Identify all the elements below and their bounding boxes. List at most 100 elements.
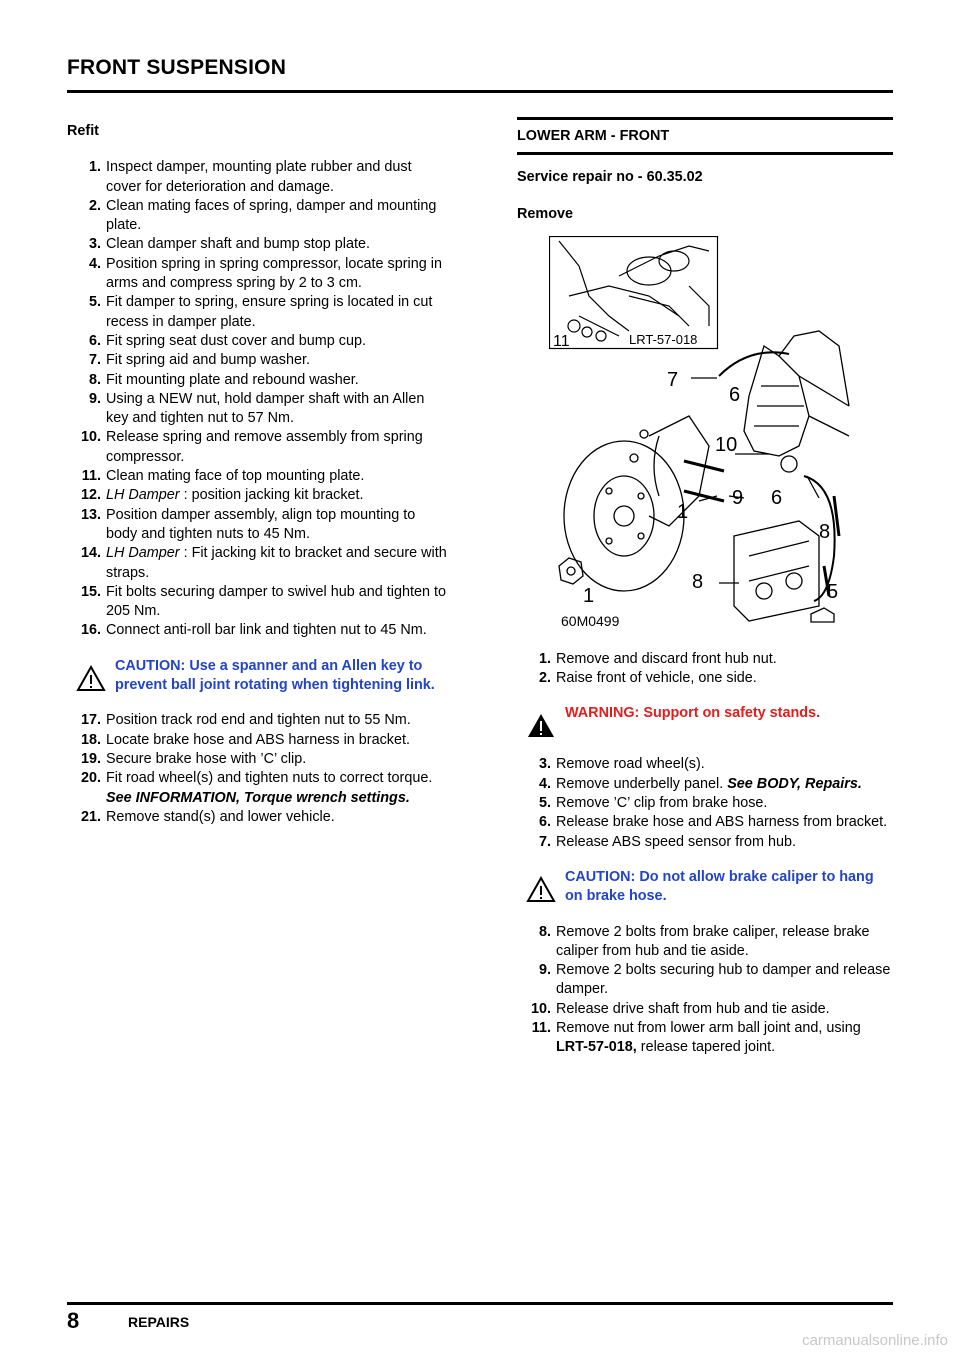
- step-item: 11. Clean mating face of top mounting pla…: [67, 467, 447, 486]
- refit-steps-list: 17.Position track rod end and tighten nu…: [67, 711, 447, 769]
- step-text: Clean mating face of top mounting plate.: [106, 468, 365, 485]
- step-text: Fit spring seat dust cover and bump cup.: [106, 332, 366, 349]
- section-rule-top: [517, 117, 893, 120]
- step-text: Release spring and remove assembly from …: [106, 429, 423, 465]
- step-item: 1.Remove and discard front hub nut.: [517, 650, 893, 669]
- step-item: 17.Position track rod end and tighten nu…: [67, 711, 447, 730]
- step-text: Secure brake hose with ’C’ clip.: [106, 750, 307, 767]
- step-text: Inspect damper, mounting plate rubber an…: [106, 159, 412, 195]
- footer-rule: [67, 1302, 893, 1305]
- caution-note: CAUTION: Use a spanner and an Allen key …: [67, 657, 447, 696]
- step-number: 7.: [538, 833, 551, 850]
- step-number: 9.: [88, 390, 101, 407]
- step-item: 4.Position spring in spring compressor, …: [67, 255, 447, 294]
- step-number: 10.: [80, 429, 101, 446]
- step-text: Remove ’C’ clip from brake hose.: [556, 795, 768, 812]
- step-number: 16.: [80, 622, 101, 639]
- step-number: 10.: [530, 1000, 551, 1017]
- page-number: 8: [67, 1308, 80, 1333]
- remove-steps-list: 5.Remove ’C’ clip from brake hose.6.Rele…: [517, 794, 893, 852]
- cross-reference-link[interactable]: See INFORMATION, Torque wrench settings.: [106, 789, 410, 806]
- refit-steps-list: 15. Fit bolts securing damper to swivel h…: [67, 583, 447, 641]
- step-item: 7.Fit spring aid and bump washer.: [67, 351, 447, 370]
- step-text: Remove 2 bolts securing hub to damper an…: [556, 962, 891, 998]
- caution-text: CAUTION: Use a spanner and an Allen key …: [115, 657, 435, 694]
- step-text: Remove nut from lower arm ball joint and…: [556, 1020, 861, 1037]
- callout-8: 8: [819, 521, 830, 543]
- step-item: 10.Release drive shaft from hub and tie …: [517, 1000, 893, 1019]
- callout-7: 7: [667, 369, 678, 391]
- lower-arm-figure: 11 LRT-57-018: [548, 235, 859, 636]
- step-text: Remove and discard front hub nut.: [556, 650, 777, 667]
- remove-heading: Remove: [517, 205, 573, 222]
- lower-arm-illustration: 11 LRT-57-018: [548, 235, 850, 629]
- inset-callout-11: 11: [553, 333, 570, 350]
- step-text: Remove 2 bolts from brake caliper, relea…: [556, 923, 870, 959]
- step-number: 2.: [88, 197, 101, 214]
- step-text: Clean damper shaft and bump stop plate.: [106, 236, 370, 253]
- warning-icon: [517, 704, 565, 739]
- step-number: 11.: [81, 468, 101, 485]
- callout-6: 6: [729, 384, 740, 406]
- step-item: 5. Fit damper to spring, ensure spring is…: [67, 293, 447, 332]
- caution-text: CAUTION: Do not allow brake caliper to h…: [565, 868, 874, 905]
- step-number: 20.: [80, 770, 101, 787]
- step-text: Remove road wheel(s).: [556, 756, 705, 773]
- step-number: 4.: [538, 775, 551, 792]
- callout-1: 1: [583, 585, 594, 607]
- step-number: 5.: [88, 294, 101, 311]
- step-item: 12. LH Damper : position jacking kit bra…: [67, 486, 447, 505]
- section-rule-bottom: [517, 152, 893, 156]
- step-item: 16. Connect anti-roll bar link and tighte…: [67, 621, 447, 640]
- step-text: Fit road wheel(s) and tighten nuts to co…: [106, 770, 433, 787]
- step-number: 15.: [80, 583, 101, 600]
- cross-reference-link[interactable]: See BODY, Repairs.: [727, 775, 862, 792]
- callout-10: 10: [715, 434, 737, 456]
- section-title: LOWER ARM - FRONT: [517, 128, 670, 144]
- step-item: 21. Remove stand(s) and lower vehicle.: [67, 808, 447, 827]
- step-number: 11.: [531, 1020, 551, 1037]
- step-text: Remove stand(s) and lower vehicle.: [106, 808, 335, 825]
- step-text: Fit damper to spring, ensure spring is l…: [106, 294, 433, 330]
- step-number: 3.: [538, 756, 551, 773]
- figure-reference: 60M0499: [561, 613, 620, 629]
- step-item: 8.Fit mounting plate and rebound washer.: [67, 371, 447, 390]
- step-item: 9. Using a NEW nut, hold damper shaft wit…: [67, 390, 447, 429]
- step-number: 2.: [538, 670, 551, 687]
- callout-8b: 8: [692, 571, 703, 593]
- step-number: 17.: [80, 712, 101, 729]
- inset-tool-label: LRT-57-018: [629, 332, 697, 347]
- warning-note: WARNING: Support on safety stands.: [517, 704, 893, 739]
- step-text: Fit bolts securing damper to swivel hub …: [106, 583, 446, 620]
- step-text: : position jacking kit bracket.: [179, 487, 364, 504]
- step-item: 4. Remove underbelly panel. See BODY, Re…: [517, 775, 893, 794]
- step-text-tail: release tapered joint.: [636, 1039, 776, 1056]
- step-number: 12.: [80, 487, 101, 504]
- step-number: 13.: [80, 506, 101, 523]
- step-item: 14. LH Damper : Fit jacking kit to brack…: [67, 544, 447, 583]
- step-number: 19.: [80, 750, 101, 767]
- step-item: 3.Clean damper shaft and bump stop plate…: [67, 235, 447, 254]
- step-number: 1.: [88, 159, 101, 176]
- lh-damper-label: LH Damper: [106, 545, 180, 562]
- page-title: FRONT SUSPENSION: [67, 56, 287, 79]
- step-item: 2. Clean mating faces of spring, damper a…: [67, 197, 447, 236]
- step-text: Release brake hose and ABS harness from …: [556, 814, 888, 831]
- step-text: Clean mating faces of spring, damper and…: [106, 197, 437, 234]
- callout-6b: 6: [771, 487, 782, 509]
- step-text: Remove underbelly panel.: [556, 775, 728, 792]
- step-number: 5.: [538, 795, 551, 812]
- step-text: Using a NEW nut, hold damper shaft with …: [106, 390, 425, 427]
- left-column: Refit 1.Inspect damper, mounting plate r…: [67, 122, 447, 827]
- callout-1-arrow: 1: [677, 501, 688, 523]
- step-text: Locate brake hose and ABS harness in bra…: [106, 731, 410, 748]
- step-text: Fit mounting plate and rebound washer.: [106, 371, 359, 388]
- step-text: Connect anti-roll bar link and tighten n…: [106, 622, 427, 639]
- callout-9: 9: [732, 487, 743, 509]
- service-repair-number: Service repair no - 60.35.02: [517, 169, 703, 186]
- lh-damper-label: LH Damper: [106, 487, 180, 504]
- step-number: 4.: [88, 255, 101, 272]
- step-item: 13. Position damper assembly, align top …: [67, 506, 447, 545]
- step-item: 5. Remove ’C’ clip from brake hose.: [517, 794, 893, 813]
- right-column: LOWER ARM - FRONT Service repair no - 60…: [517, 117, 893, 1058]
